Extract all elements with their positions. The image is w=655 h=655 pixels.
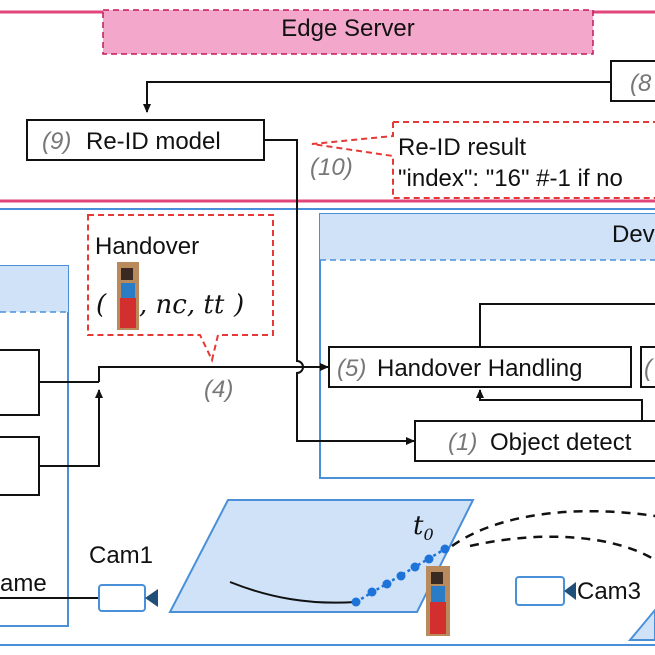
step8-box: (8 [610, 60, 655, 102]
step4-number: (4) [204, 376, 233, 403]
cam1-field-of-view: t0 [168, 499, 475, 636]
connector-left-lower [39, 389, 103, 467]
reid-result-callout: Re-ID result "index": "16" #-1 if no [311, 121, 655, 199]
trajectory-line [229, 581, 357, 604]
left-box-lower [0, 436, 40, 496]
object-detection-label: Object detect [490, 429, 632, 456]
handover-close-paren: ) [233, 290, 244, 320]
reid-model-number: (9) [42, 128, 71, 155]
object-detection-box: (1) Object detect [414, 420, 655, 462]
person-thumbnail-icon [117, 262, 139, 330]
reid-result-index: "index": "16" #-1 if no [398, 165, 623, 192]
reid-result-title: Re-ID result [398, 134, 526, 161]
arrow-9-to-1 [264, 139, 415, 445]
edge-server-banner [102, 9, 594, 55]
step-right-number: ( [644, 355, 655, 382]
handover-tuple: , nc, tt [139, 290, 225, 320]
cam3-label: Cam3 [577, 578, 641, 605]
object-detection-number: (1) [448, 429, 477, 456]
person-thumbnail-icon [426, 566, 450, 636]
cam1-label: Cam1 [89, 542, 153, 569]
arrow-to-5 [476, 389, 643, 421]
device-region [0, 208, 655, 646]
handover-handling-box: (5) Handover Handling [328, 346, 632, 388]
dashed-path-upper [451, 509, 655, 548]
edge-server-title: Edge Server [281, 15, 414, 42]
cam3: Cam3 [515, 576, 641, 606]
device-panel: Dev [319, 213, 655, 479]
camera-icon [515, 576, 576, 606]
loop-line [479, 303, 655, 347]
handover-handling-label: Handover Handling [377, 355, 582, 382]
arrow-4-to-5 [98, 363, 329, 382]
step-right-box: ( [640, 346, 655, 388]
trajectory-points [351, 544, 450, 607]
reid-model-box: (9) Re-ID model [26, 119, 265, 161]
left-box-upper [0, 349, 40, 416]
cam1: Cam1 [0, 542, 158, 612]
handover-bubble: Handover ( , nc, tt ) [87, 214, 274, 363]
dashed-path-lower [469, 535, 655, 562]
cam3-field-of-view [627, 608, 655, 641]
handover-handling-number: (5) [337, 355, 366, 382]
reid-model-label: Re-ID model [86, 128, 221, 155]
camera-icon [98, 584, 158, 612]
step10-number: (10) [310, 154, 353, 181]
t0-label: t0 [413, 511, 434, 544]
left-camera-panel: ame [0, 265, 69, 627]
frame-label: ame [0, 570, 47, 597]
device-title: Dev [612, 221, 655, 248]
arrow-8-to-9 [143, 81, 611, 113]
handover-open-paren: ( [96, 290, 107, 320]
step8-number: (8 [630, 70, 652, 97]
handover-title: Handover [95, 233, 199, 260]
edge-server-region: Edge Server [0, 9, 655, 203]
